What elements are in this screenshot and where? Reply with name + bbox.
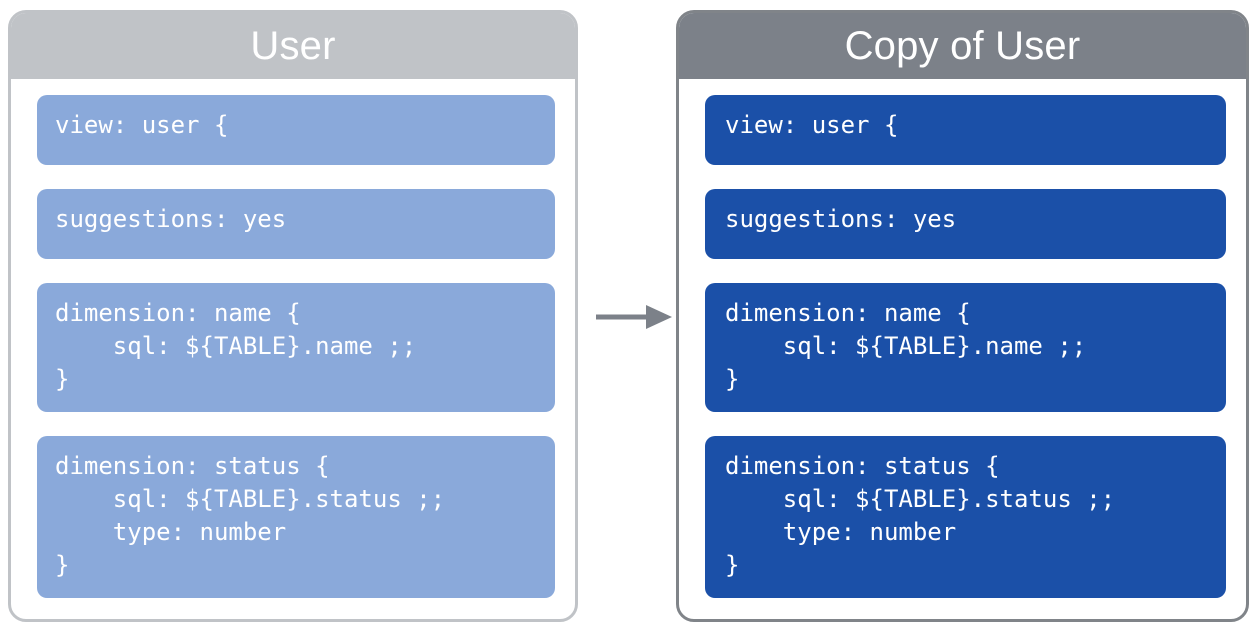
panel-source-header: User <box>11 13 575 79</box>
code-block-view: view: user { <box>37 95 555 165</box>
panel-source-body: view: user { suggestions: yes dimension:… <box>11 79 575 619</box>
panel-source-user: User view: user { suggestions: yes dimen… <box>8 10 578 622</box>
panel-source-title: User <box>250 24 336 68</box>
code-block-dimension-name-copy: dimension: name { sql: ${TABLE}.name ;; … <box>705 283 1226 412</box>
code-block-dimension-status: dimension: status { sql: ${TABLE}.status… <box>37 436 555 598</box>
code-block-view-copy: view: user { <box>705 95 1226 165</box>
panel-copy-title: Copy of User <box>844 24 1081 68</box>
code-block-suggestions-copy: suggestions: yes <box>705 189 1226 259</box>
right-arrow-icon <box>596 305 672 329</box>
code-block-dimension-name: dimension: name { sql: ${TABLE}.name ;; … <box>37 283 555 412</box>
panel-copy-body: view: user { suggestions: yes dimension:… <box>679 79 1246 619</box>
code-block-suggestions: suggestions: yes <box>37 189 555 259</box>
panel-copy-header: Copy of User <box>679 13 1246 79</box>
code-block-dimension-status-copy: dimension: status { sql: ${TABLE}.status… <box>705 436 1226 598</box>
panel-copy-user: Copy of User view: user { suggestions: y… <box>676 10 1249 622</box>
transform-arrow <box>592 292 672 342</box>
